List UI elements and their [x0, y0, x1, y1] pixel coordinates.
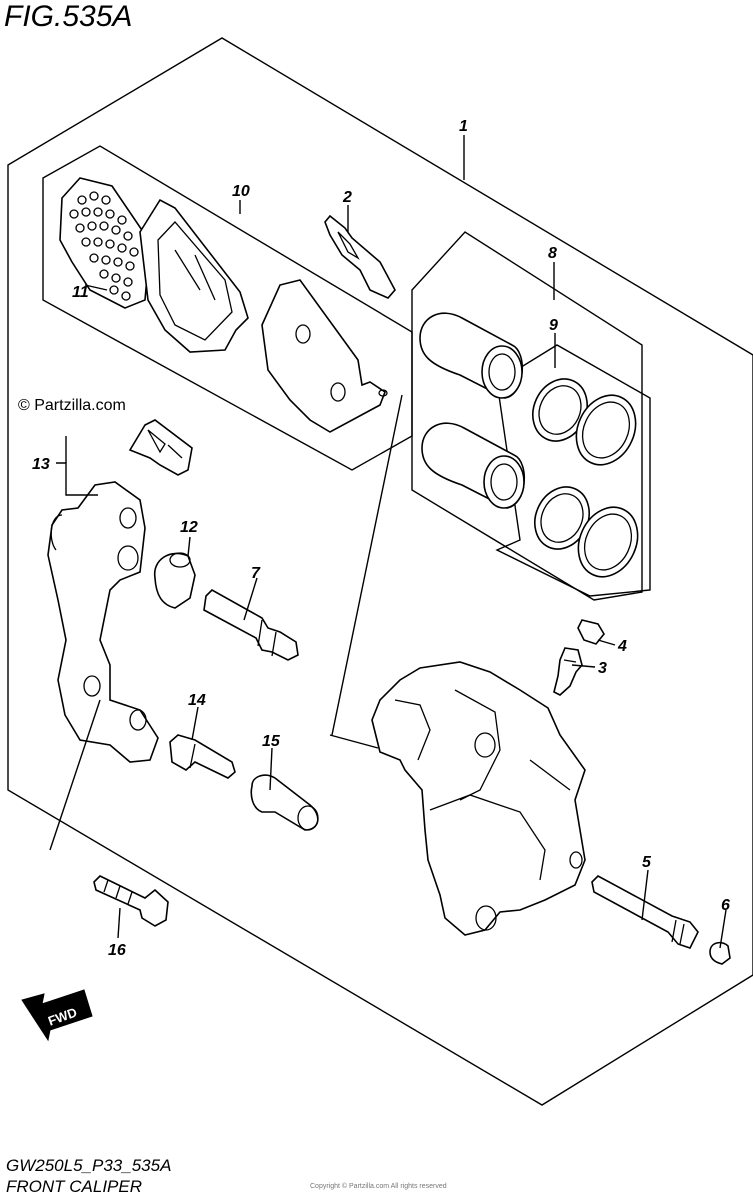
- piston-seal-set: [532, 378, 639, 578]
- bracket-bolt: [169, 734, 236, 779]
- footer-note: Copyright © Partzilla.com All rights res…: [310, 1183, 447, 1190]
- caliper-piston-bottom: [421, 422, 526, 509]
- pad-pin: [591, 875, 699, 949]
- caliper-bracket: [47, 481, 159, 763]
- bracket-clip: [128, 419, 193, 476]
- callout-15: 15: [262, 733, 281, 750]
- caliper-piston-top: [419, 312, 524, 399]
- caliper-pin: [250, 774, 319, 831]
- bleeder-cap: [577, 619, 605, 645]
- callout-16: 16: [108, 942, 126, 959]
- callout-4: 4: [617, 638, 627, 655]
- callout-11: 11: [72, 284, 89, 301]
- brake-pad-front: [139, 198, 249, 353]
- callout-8: 8: [548, 245, 557, 262]
- callout-5: 5: [642, 854, 652, 871]
- assembly-frame: [7, 37, 753, 1106]
- figure-description: FRONT CALIPER: [6, 1177, 143, 1196]
- slide-pin: [203, 589, 299, 661]
- callout-12: 12: [180, 519, 198, 536]
- pin-plug: [709, 941, 731, 965]
- figure-code: GW250L5_P33_535A: [6, 1156, 172, 1175]
- mounting-bolt: [93, 875, 169, 927]
- slide-pin-boot: [154, 552, 196, 609]
- callout-labels: 1 2 3 4 5 6 7 8 9 10 11 12 13 14 15 16: [32, 118, 730, 959]
- callout-13: 13: [32, 456, 50, 473]
- callout-14: 14: [188, 692, 206, 709]
- bleeder-valve: [553, 647, 583, 696]
- seal-set-frame: [495, 344, 651, 597]
- watermark: © Partzilla.com: [18, 397, 126, 414]
- leader-lines: [49, 135, 727, 949]
- pad-spring-clip: [324, 214, 396, 299]
- callout-10: 10: [232, 183, 250, 200]
- callout-2: 2: [342, 189, 352, 206]
- fwd-arrow-icon: FWD: [21, 989, 93, 1042]
- brake-pad-rear: [261, 279, 388, 433]
- pad-shim: [59, 177, 151, 309]
- callout-6: 6: [721, 897, 730, 914]
- callout-3: 3: [598, 660, 607, 677]
- callout-1: 1: [459, 118, 468, 135]
- piston-kit-frame: [411, 231, 643, 601]
- callout-9: 9: [549, 317, 558, 334]
- caliper-body: [371, 661, 586, 936]
- callout-7: 7: [251, 565, 261, 582]
- figure-title: FIG.535A: [4, 0, 133, 33]
